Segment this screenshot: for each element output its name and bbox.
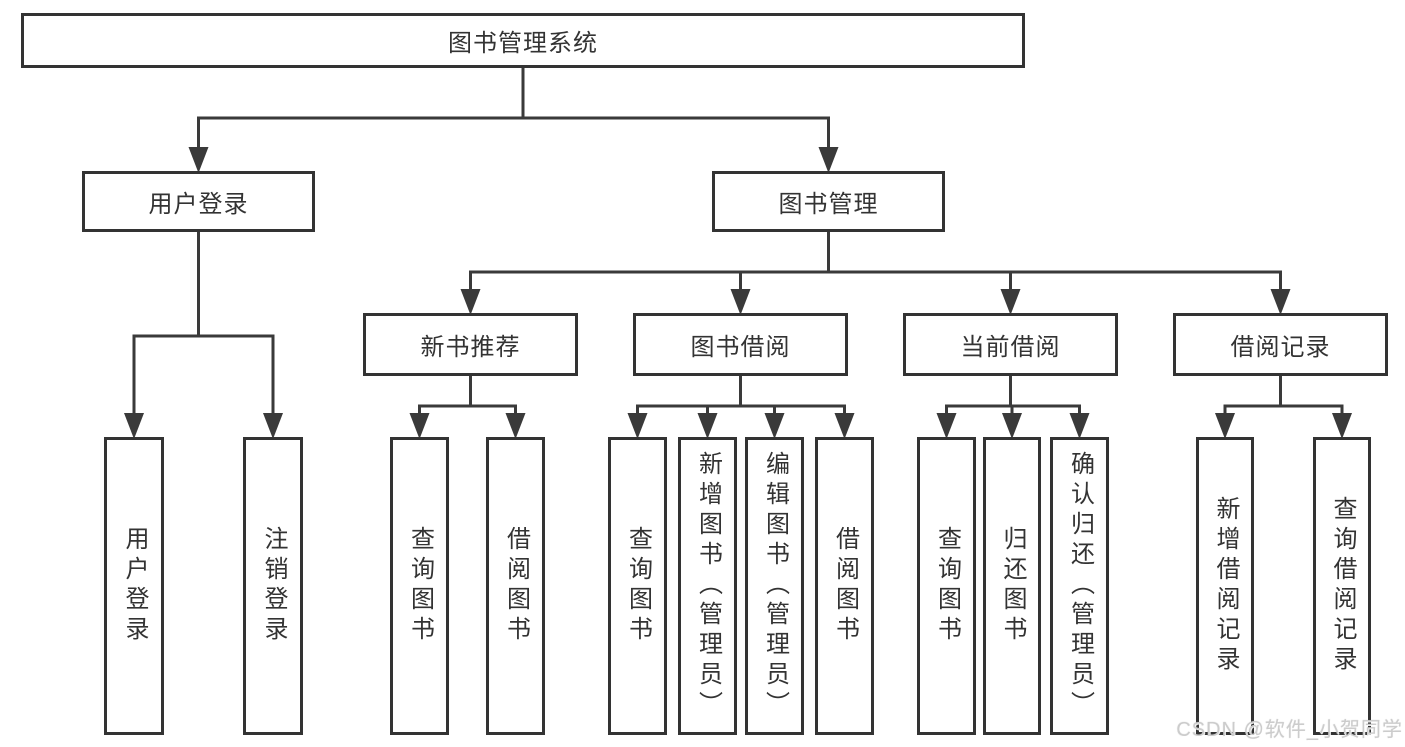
diagram-node-current: 当前借阅 [903, 313, 1118, 376]
diagram-node-bb-add: 新增图书（管理员） [678, 437, 737, 735]
diagram-node-rec-add: 新增借阅记录 [1196, 437, 1254, 735]
diagram-node-newbook: 新书推荐 [363, 313, 578, 376]
diagram-node-cur-confirm: 确认归还（管理员） [1050, 437, 1109, 735]
diagram-node-borrow: 图书借阅 [633, 313, 848, 376]
diagram-node-rec-query: 查询借阅记录 [1313, 437, 1371, 735]
diagram-node-logout: 注销登录 [243, 437, 303, 735]
diagram-node-nb-query: 查询图书 [390, 437, 449, 735]
diagram-node-user-login: 用户登录 [104, 437, 164, 735]
diagram-node-nb-borrow: 借阅图书 [486, 437, 545, 735]
diagram-node-records: 借阅记录 [1173, 313, 1388, 376]
diagram-node-mgmt: 图书管理 [712, 171, 945, 232]
diagram-node-bb-borrow: 借阅图书 [815, 437, 874, 735]
csdn-watermark: CSDN @软件_小贺同学 [1176, 719, 1403, 741]
diagram-node-cur-return: 归还图书 [983, 437, 1041, 735]
diagram-node-bb-query: 查询图书 [608, 437, 667, 735]
diagram-node-bb-edit: 编辑图书（管理员） [745, 437, 804, 735]
diagram-node-cur-query: 查询图书 [917, 437, 976, 735]
diagram-node-login: 用户登录 [82, 171, 315, 232]
diagram-node-root: 图书管理系统 [21, 13, 1025, 68]
